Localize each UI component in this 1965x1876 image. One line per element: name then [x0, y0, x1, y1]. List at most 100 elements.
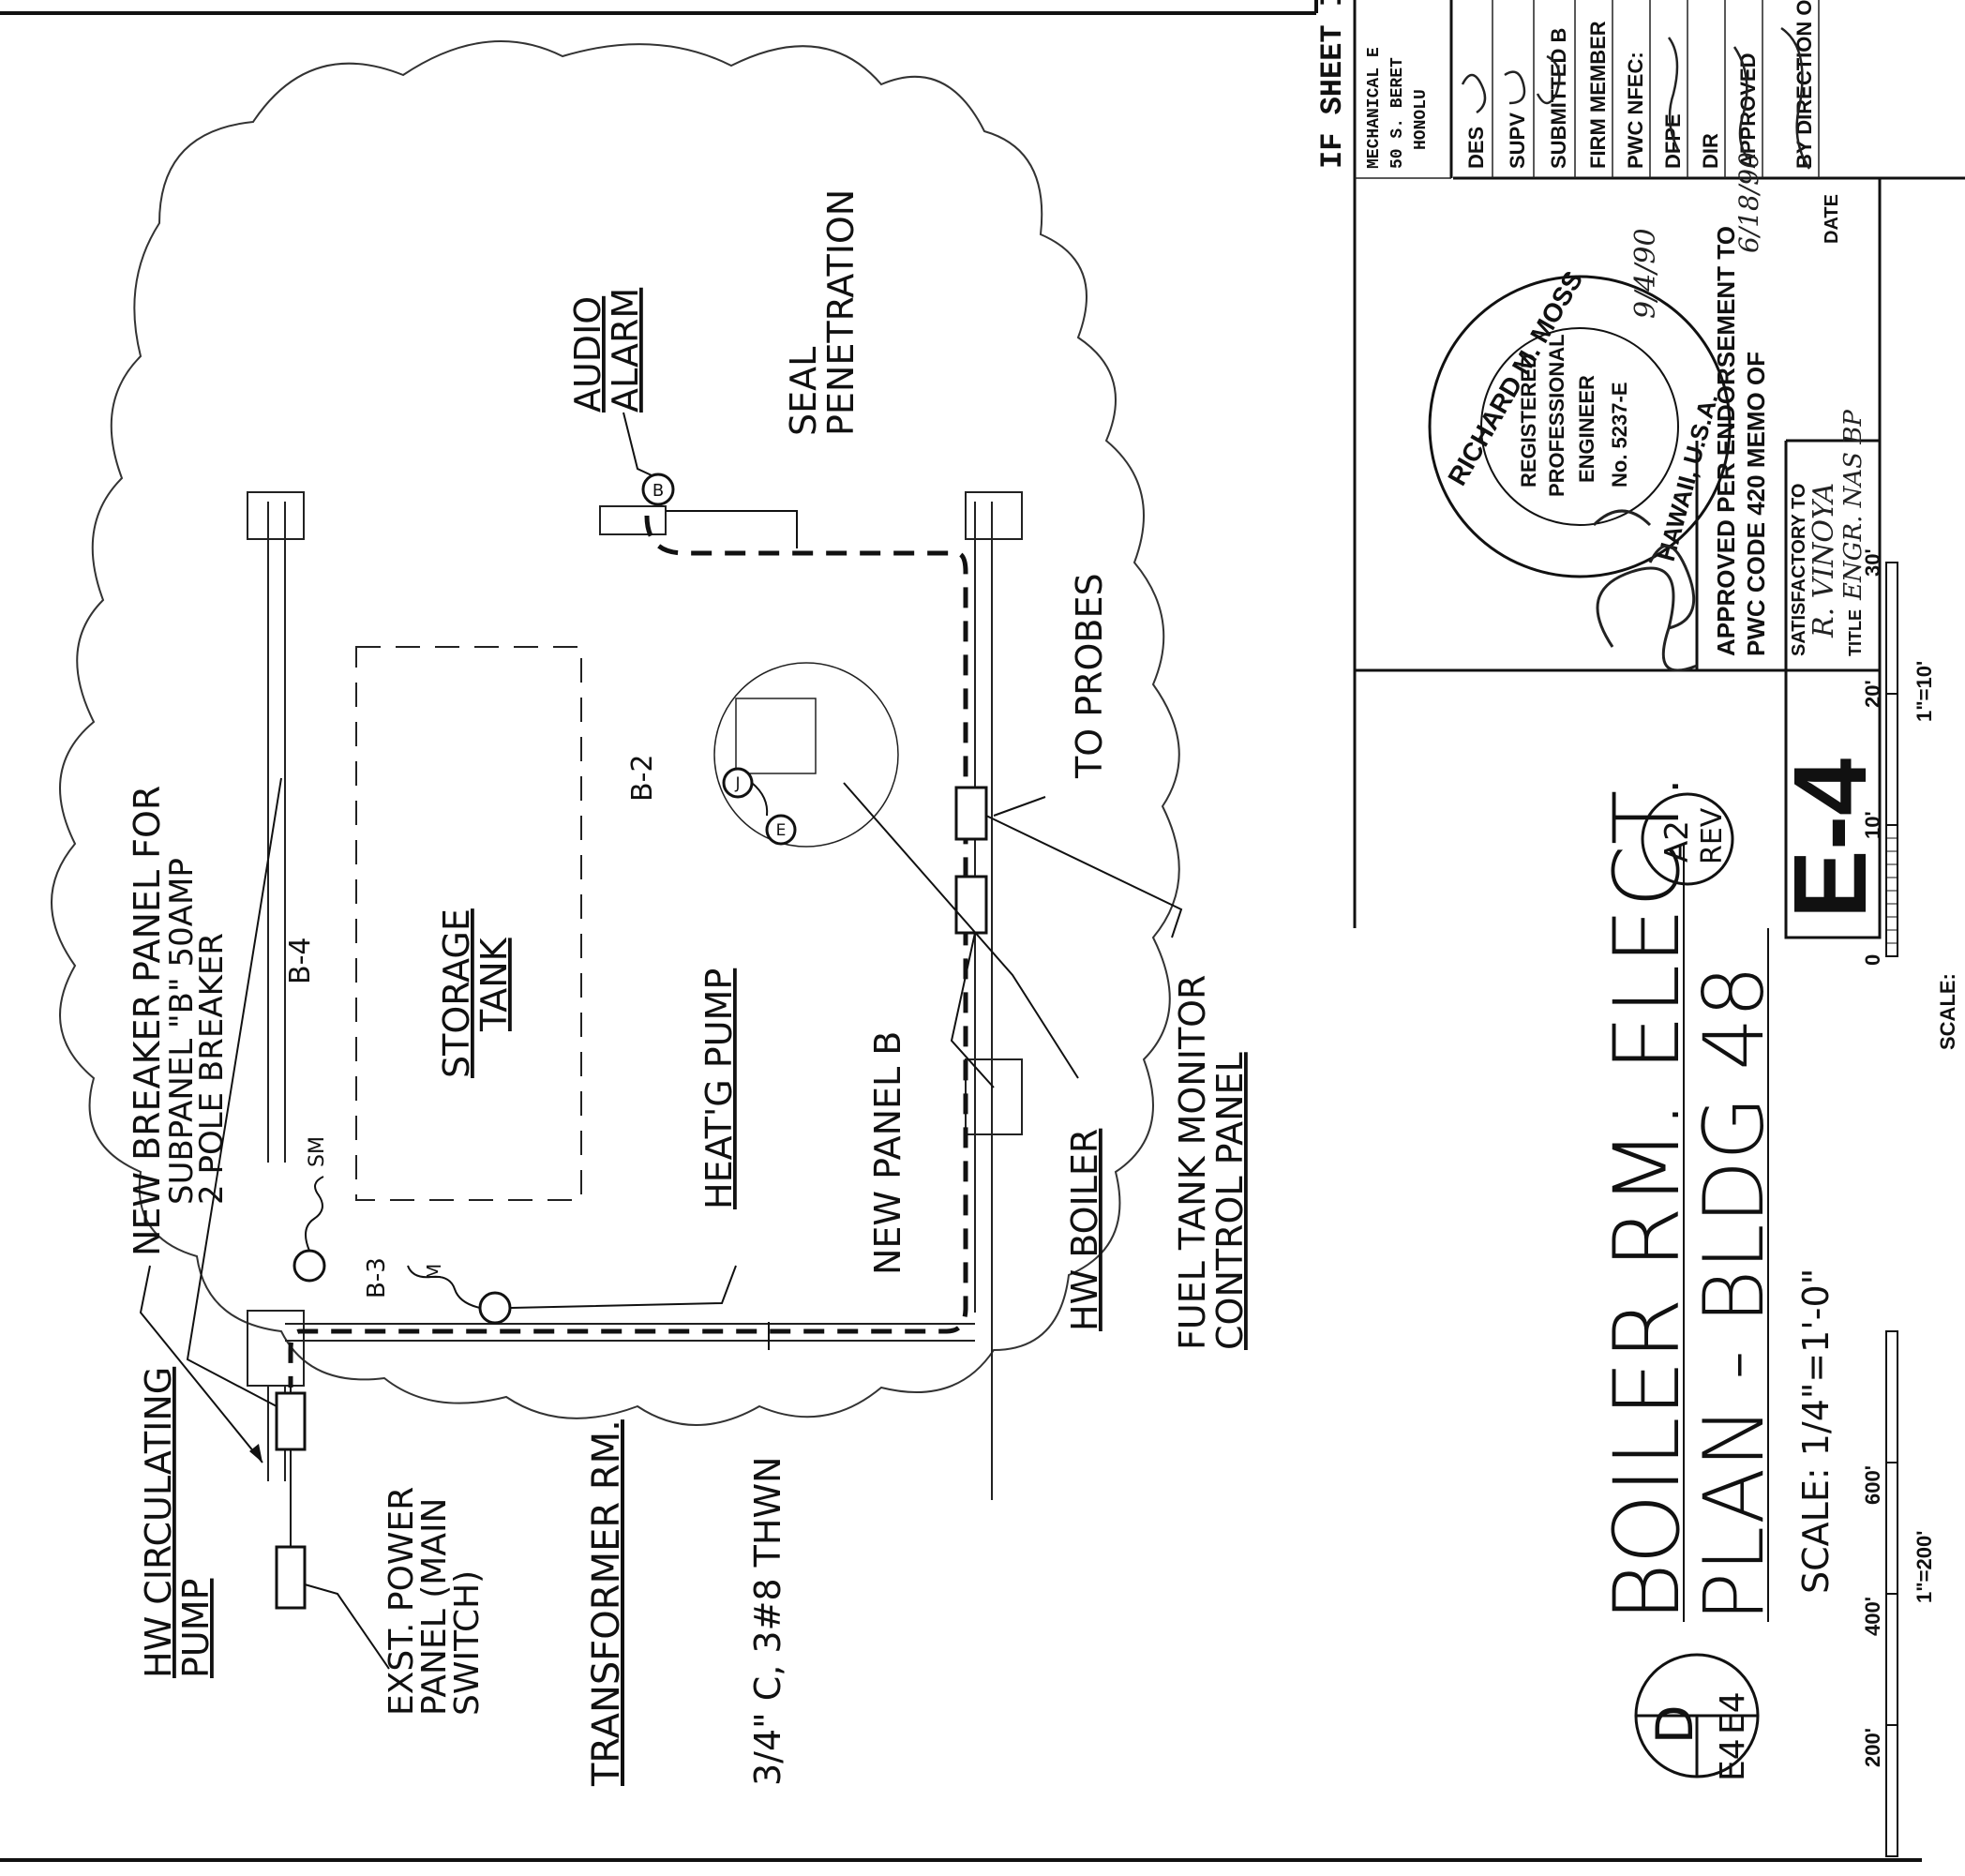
leader-lines	[139, 412, 1183, 1670]
seal-penetration-label-1: SEAL	[783, 347, 824, 436]
fuel-tank-monitor-box[interactable]	[954, 786, 988, 841]
firm-member-label: FIRM MEMBER	[1586, 21, 1610, 169]
dir-label: DIR	[1699, 133, 1722, 169]
des-label: DES	[1464, 127, 1488, 169]
approved-per-1: APPROVED PER ENDORSEMENT TO	[1712, 226, 1740, 656]
feeder-conduit	[290, 1322, 770, 1566]
date-label: DATE	[1822, 194, 1842, 244]
cross-wall	[285, 1323, 975, 1342]
to-probes-label: TO PROBES	[1069, 573, 1110, 779]
stamp-signature	[1592, 509, 1698, 672]
heating-pump-motor-symbol[interactable]	[478, 1291, 512, 1325]
satisfactory-to: SATISFACTORY TO	[1789, 484, 1809, 656]
fine-tick-10: 10'	[1861, 811, 1884, 839]
flex-connection-sm	[305, 1176, 324, 1252]
seal-wall	[599, 505, 667, 535]
firm-line-3: HONOLU	[1412, 89, 1431, 150]
revision-circle	[1641, 792, 1734, 886]
title-block: IF SHEET IS MECHANICAL E 50 S. BERET HON…	[1315, 0, 1965, 939]
symbol-b-text: B	[652, 481, 664, 501]
b2-label: B-2	[626, 755, 659, 803]
transformer-rm-label: TRANSFORMER RM.	[585, 1419, 628, 1787]
title-block-grid	[1492, 0, 1820, 178]
scale-label: SCALE:	[1936, 973, 1959, 1050]
submitted-label: SUBMITTED B	[1547, 28, 1570, 169]
revision-line-2: REV	[1696, 807, 1729, 864]
storage-tank-label-1: STORAGE	[436, 908, 477, 1078]
new-panel-b-box[interactable]	[954, 875, 988, 935]
hw-circ-motor-symbol[interactable]	[292, 1249, 326, 1283]
pwc-nfec-label: PWC NFEC:	[1624, 52, 1647, 169]
sm-label: SM	[306, 1136, 329, 1167]
exst-power-label-2: PANEL (MAIN	[415, 1498, 454, 1717]
graphic-scale-fine: SCALE: 0 10' 20' 30' 1"=10'	[1861, 548, 1959, 1050]
coarse-tick-200: 200'	[1861, 1728, 1884, 1767]
storage-tank-outline	[355, 646, 582, 1201]
hw-circ-label-1: HW CIRCULATING	[138, 1367, 179, 1678]
storage-tank-label-2: TANK	[473, 937, 515, 1032]
revision-cloud	[51, 40, 1180, 1426]
hw-boiler-label: HW BOILER	[1064, 1129, 1105, 1331]
stamp-reg-1: REGISTERED	[1517, 353, 1540, 488]
sheet-border	[0, 0, 1922, 1862]
flex-connection-j	[751, 782, 769, 817]
flex-connection-m	[407, 1265, 481, 1309]
branch-circuit-dashed	[288, 515, 968, 1388]
conduit-label: 3/4" C, 3#8 THWN	[747, 1457, 788, 1786]
firm-line-1: MECHANICAL E	[1365, 47, 1384, 169]
new-breaker-panel-label-2: SUBPANEL "B" 50AMP	[163, 858, 201, 1205]
title-line-1: BOILER RM. ELECT.	[1595, 772, 1700, 1622]
fuel-tank-label-1: FUEL TANK MONITOR	[1172, 975, 1213, 1350]
approved-label: APPROVED	[1736, 53, 1760, 169]
revision-line-1: A2	[1658, 820, 1696, 863]
seal-penetration-label-2: PENETRATION	[820, 189, 862, 436]
dfpe-label: DFPE	[1661, 113, 1685, 169]
coarse-ratio: 1"=200'	[1912, 1531, 1936, 1603]
stamp-reg-2: PROFESSIONAL	[1545, 334, 1568, 497]
heatg-pump-label: HEAT'G PUMP	[698, 968, 740, 1209]
coarse-tick-400: 400'	[1861, 1597, 1884, 1636]
firm-line-2: 50 S. BERET	[1388, 57, 1407, 169]
scale-note: SCALE: 1/4"=1'-0"	[1795, 1268, 1837, 1594]
fine-ratio: 1"=10'	[1912, 661, 1936, 722]
coarse-tick-600: 600'	[1861, 1465, 1884, 1505]
audio-alarm-label-2: ALARM	[605, 288, 646, 413]
supv-label: SUPV	[1506, 113, 1529, 169]
new-breaker-panel-label-1: NEW BREAKER PANEL FOR	[127, 786, 168, 1256]
annotations: NEW BREAKER PANEL FOR SUBPANEL "B" 50AMP…	[127, 189, 1251, 1787]
fine-subdivisions	[1886, 837, 1898, 944]
satisfactory-name: R. VINOYA	[1808, 483, 1840, 638]
symbol-j-text: J	[734, 774, 740, 793]
detail-sheet-left: E4	[1714, 1738, 1752, 1781]
detail-sheet-right: E4	[1714, 1691, 1752, 1734]
audio-alarm-label-1: AUDIO	[567, 296, 608, 413]
signature-marks	[1461, 26, 1811, 170]
stamp-no: No. 5237-E	[1608, 383, 1631, 488]
breaker-panel-box[interactable]	[275, 1391, 307, 1451]
junction-e-symbol[interactable]: E	[765, 814, 797, 846]
hw-circ-label-2: PUMP	[175, 1579, 217, 1678]
graphic-scale-coarse: 600' 400' 200' 1"=200'	[1861, 1330, 1936, 1857]
approved-per-2: PWC CODE 420 MEMO OF	[1742, 352, 1770, 656]
b4-label: B-4	[284, 938, 317, 985]
title-line-2: PLAN - BLDG 48	[1686, 966, 1782, 1622]
fuel-tank-label-2: CONTROL PANEL	[1209, 1052, 1251, 1350]
top-wall	[247, 491, 305, 1481]
by-direction-label: BY DIRECTION O	[1792, 0, 1816, 169]
sheet-number-box: E-4	[1773, 668, 1888, 939]
stamp-reg-3: ENGINEER	[1575, 375, 1598, 483]
m-label: M	[423, 1264, 445, 1280]
exst-power-label-1: EXST. POWER	[382, 1487, 421, 1716]
approved-date: 6/18/90	[1733, 152, 1764, 253]
junction-j-symbol[interactable]: J	[722, 767, 754, 799]
exst-power-label-3: SWITCH)	[448, 1570, 487, 1716]
engineer-seal: RICHARD M. MOSS REGISTERED PROFESSIONAL …	[1428, 152, 1868, 672]
if-sheet-text: IF SHEET IS	[1315, 0, 1350, 169]
boiler-symbol	[713, 662, 899, 848]
fine-tick-20: 20'	[1861, 680, 1884, 708]
detail-letter: D	[1645, 1704, 1704, 1744]
audio-alarm-symbol[interactable]: B	[641, 473, 675, 506]
exst-power-panel-box[interactable]	[275, 1545, 307, 1610]
symbol-e-text: E	[776, 821, 787, 840]
